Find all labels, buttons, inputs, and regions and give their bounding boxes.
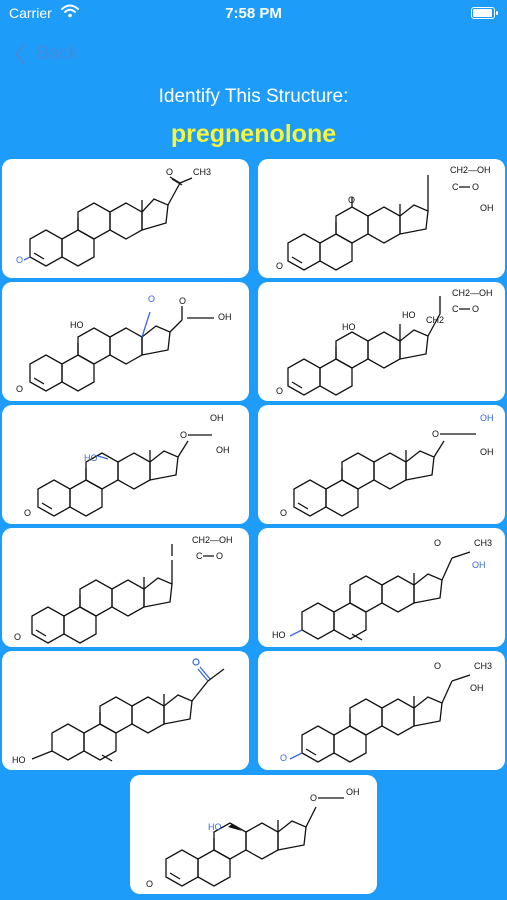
choice-card-i[interactable]: HO <box>2 651 249 770</box>
back-label: Back <box>36 43 79 64</box>
choice-card-b[interactable]: CH2—OH C O OH O O <box>258 159 505 278</box>
steroid-structure-c: O O OH HO O <box>16 294 232 394</box>
label-d-c11: HO <box>342 322 356 332</box>
label-a-c21: CH3 <box>193 167 211 177</box>
label-j-c3: O <box>280 753 287 763</box>
wifi-icon <box>61 4 79 22</box>
label-g-c20: C <box>196 551 203 561</box>
battery-icon <box>471 7 498 19</box>
label-j-c21: CH3 <box>474 661 492 671</box>
label-b-c11: O <box>348 195 355 205</box>
steroid-structure-h: O CH3 OH HO <box>272 538 492 641</box>
label-d-c18: CH2 <box>426 315 444 325</box>
choice-card-e[interactable]: OH O OH HO O <box>2 405 249 524</box>
question-prompt: Identify This Structure: <box>158 86 349 107</box>
label-d-c21: CH2—OH <box>452 288 493 298</box>
choice-card-h[interactable]: O CH3 OH HO <box>258 528 505 647</box>
label-b-c20: C <box>452 182 459 192</box>
label-c-c11: HO <box>70 320 84 330</box>
battery-fill <box>473 9 492 17</box>
label-c-c21: OH <box>218 312 232 322</box>
label-f-c20o: O <box>432 429 439 439</box>
label-k-c20o: O <box>310 793 317 803</box>
choice-card-g[interactable]: CH2—OH C O O <box>2 528 249 647</box>
steroid-structure-a: O CH3 O <box>16 167 211 267</box>
label-k-c11: HO <box>208 822 222 832</box>
label-d-c20: C <box>452 304 459 314</box>
choice-card-a[interactable]: O CH3 O <box>2 159 249 278</box>
label-c-c3: O <box>16 384 23 394</box>
steroid-structure-k: O OH HO O <box>146 787 360 889</box>
back-button[interactable]: Back <box>14 40 78 68</box>
label-e-c3: O <box>24 508 31 518</box>
choice-card-j[interactable]: O CH3 OH O <box>258 651 505 770</box>
label-g-c20o: O <box>216 551 223 561</box>
status-bar: Carrier 7:58 PM <box>0 0 507 28</box>
label-c-c18o: O <box>148 294 155 304</box>
choice-card-f[interactable]: OH O OH O <box>258 405 505 524</box>
label-k-c21: OH <box>346 787 360 797</box>
steroid-structure-d: CH2—OH C O HO CH2 HO O <box>276 288 493 396</box>
label-b-c3: O <box>276 261 283 271</box>
label-e-c21: OH <box>210 413 224 423</box>
label-k-c3: O <box>146 879 153 889</box>
label-e-c20o: O <box>180 430 187 440</box>
label-b-c17: OH <box>480 203 494 213</box>
chevron-left-icon <box>14 43 26 65</box>
choice-card-k[interactable]: O OH HO O <box>130 775 377 894</box>
label-h-c17: OH <box>472 560 486 570</box>
label-a-c20: O <box>166 167 173 177</box>
steroid-structure-b: CH2—OH C O OH O O <box>276 165 494 271</box>
label-j-c20o: O <box>434 661 441 671</box>
label-h-c20o: O <box>434 538 441 548</box>
steroid-structure-e: OH O OH HO O <box>24 413 230 518</box>
steroid-structure-i: HO <box>12 658 225 765</box>
steroid-structure-f: OH O OH O <box>280 413 494 518</box>
label-b-c21: CH2—OH <box>450 165 491 175</box>
label-e-c11: HO <box>84 453 98 463</box>
status-time: 7:58 PM <box>225 5 282 22</box>
label-g-c21: CH2—OH <box>192 535 233 545</box>
label-d-c20o: O <box>472 304 479 314</box>
label-f-c21: OH <box>480 413 494 423</box>
label-c-c20o: O <box>179 296 186 306</box>
label-h-c21: CH3 <box>474 538 492 548</box>
label-a-c3: O <box>16 255 23 265</box>
choice-card-c[interactable]: O O OH HO O <box>2 282 249 401</box>
label-d-c3: O <box>276 386 283 396</box>
structure-name: pregnenolone <box>170 120 337 148</box>
label-e-c17: OH <box>216 445 230 455</box>
carrier-label: Carrier <box>9 5 52 21</box>
label-f-c3: O <box>280 508 287 518</box>
label-b-c20o: O <box>472 182 479 192</box>
label-h-c3: HO <box>272 630 286 640</box>
label-j-c17: OH <box>470 683 484 693</box>
label-d-c18o: HO <box>402 310 416 320</box>
label-i-c3: HO <box>12 755 26 765</box>
steroid-structure-g: CH2—OH C O O <box>14 535 233 644</box>
label-g-c3: O <box>14 632 21 642</box>
label-f-c17: OH <box>480 447 494 457</box>
choice-card-d[interactable]: CH2—OH C O HO CH2 HO O <box>258 282 505 401</box>
carbonyl-o-marker <box>192 658 200 666</box>
steroid-structure-j: O CH3 OH O <box>280 661 492 763</box>
